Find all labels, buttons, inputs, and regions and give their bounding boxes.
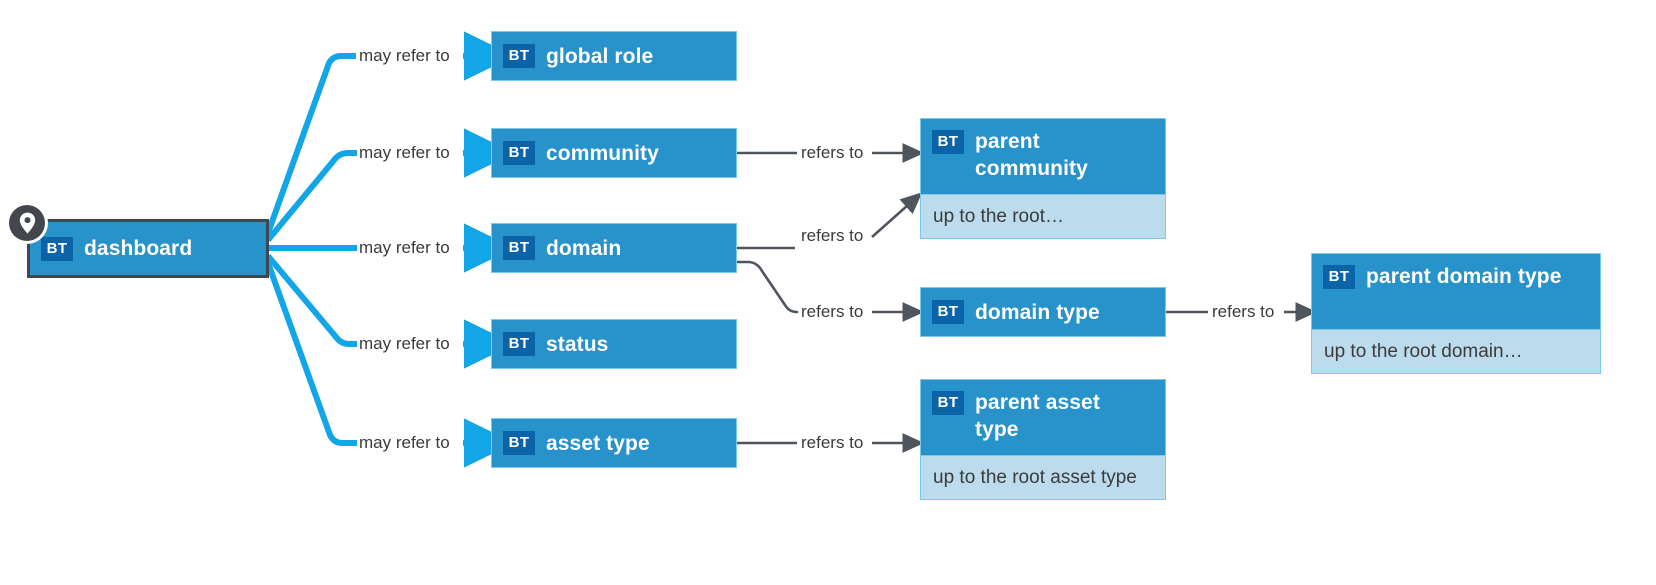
edge-dashboard-community [265, 150, 357, 242]
edge-label-may-refer-to-community: may refer to [357, 143, 452, 163]
edge-label-refers-to-domain-parent-community: refers to [799, 226, 866, 246]
node-dashboard[interactable]: BT dashboard [27, 219, 269, 278]
node-asset-type-header: BT asset type [491, 418, 737, 468]
edge-label-refers-to-parent-domain-type: refers to [1210, 302, 1277, 322]
edge-label-may-refer-to-global-role: may refer to [357, 46, 452, 66]
node-domain-type-label: domain type [975, 300, 1100, 324]
bt-badge-icon: BT [932, 300, 964, 324]
node-parent-asset-type[interactable]: BT parent asset type up to the root asse… [920, 379, 1166, 500]
edge-label-refers-to-domain-type: refers to [799, 302, 866, 322]
bt-badge-icon: BT [932, 391, 964, 415]
node-parent-asset-type-label: parent asset type [975, 391, 1100, 441]
node-global-role-label: global role [546, 44, 654, 68]
node-parent-domain-type-header: BT parent domain type [1311, 253, 1601, 330]
node-asset-type[interactable]: BT asset type [491, 418, 737, 468]
node-parent-community-header: BT parent community [920, 118, 1166, 195]
edge-label-may-refer-to-domain: may refer to [357, 238, 452, 258]
edge-dashboard-global-role [265, 53, 356, 235]
location-pin-icon [9, 205, 45, 241]
node-status[interactable]: BT status [491, 319, 737, 369]
node-community[interactable]: BT community [491, 128, 737, 178]
node-dashboard-header: BT dashboard [27, 219, 269, 278]
node-community-label: community [546, 141, 659, 165]
edge-label-may-refer-to-asset-type: may refer to [357, 433, 452, 453]
node-domain-type-header: BT domain type [920, 287, 1166, 337]
bt-badge-icon: BT [503, 44, 535, 68]
bt-badge-icon: BT [932, 130, 964, 154]
node-domain-type[interactable]: BT domain type [920, 287, 1166, 337]
bt-badge-icon: BT [503, 141, 535, 165]
node-domain-label: domain [546, 236, 622, 260]
edge-arrow-domain-parent-community [871, 192, 923, 238]
node-dashboard-label: dashboard [84, 237, 193, 260]
edge-label-refers-to-parent-asset-type: refers to [799, 433, 866, 453]
edge-dashboard-asset-type [265, 261, 357, 446]
node-global-role[interactable]: BT global role [491, 31, 737, 81]
node-domain-header: BT domain [491, 223, 737, 273]
bt-badge-icon: BT [1323, 265, 1355, 289]
node-parent-community-footer: up to the root… [920, 195, 1166, 239]
node-parent-asset-type-footer: up to the root asset type [920, 456, 1166, 500]
node-parent-community-label: parent community [975, 130, 1088, 180]
node-parent-community[interactable]: BT parent community up to the root… [920, 118, 1166, 239]
node-global-role-header: BT global role [491, 31, 737, 81]
bt-badge-icon: BT [503, 236, 535, 260]
edge-dashboard-status [265, 254, 357, 347]
bt-badge-icon: BT [503, 431, 535, 455]
edge-domain-domain-type [737, 260, 799, 314]
node-parent-domain-type-label: parent domain type [1366, 265, 1562, 288]
edge-label-may-refer-to-status: may refer to [357, 334, 452, 354]
edge-label-refers-to-parent-community: refers to [799, 143, 866, 163]
node-parent-domain-type[interactable]: BT parent domain type up to the root dom… [1311, 253, 1601, 374]
node-domain[interactable]: BT domain [491, 223, 737, 273]
node-community-header: BT community [491, 128, 737, 178]
bt-badge-icon: BT [503, 332, 535, 356]
bt-badge-icon: BT [41, 236, 73, 261]
node-asset-type-label: asset type [546, 431, 650, 455]
node-parent-asset-type-header: BT parent asset type [920, 379, 1166, 456]
node-status-header: BT status [491, 319, 737, 369]
node-status-label: status [546, 332, 609, 356]
node-parent-domain-type-footer: up to the root domain… [1311, 330, 1601, 374]
